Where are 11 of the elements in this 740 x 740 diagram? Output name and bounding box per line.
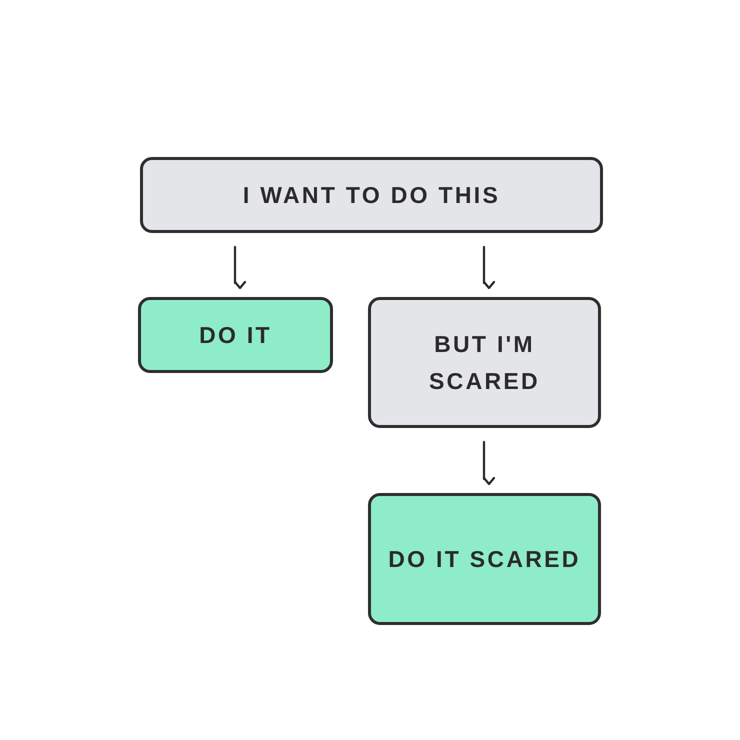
box-label: I WANT TO DO THIS xyxy=(242,180,500,210)
box-label: BUT I'M SCARED xyxy=(428,330,541,396)
box-label: DO IT SCARED xyxy=(388,544,581,574)
arrow xyxy=(234,246,246,290)
process-box xyxy=(368,493,601,625)
arrow xyxy=(482,246,496,290)
arrow xyxy=(482,440,496,486)
process-box xyxy=(140,157,603,233)
box-label: DO IT xyxy=(199,320,272,350)
process-box xyxy=(138,297,333,373)
process-box xyxy=(368,297,601,428)
